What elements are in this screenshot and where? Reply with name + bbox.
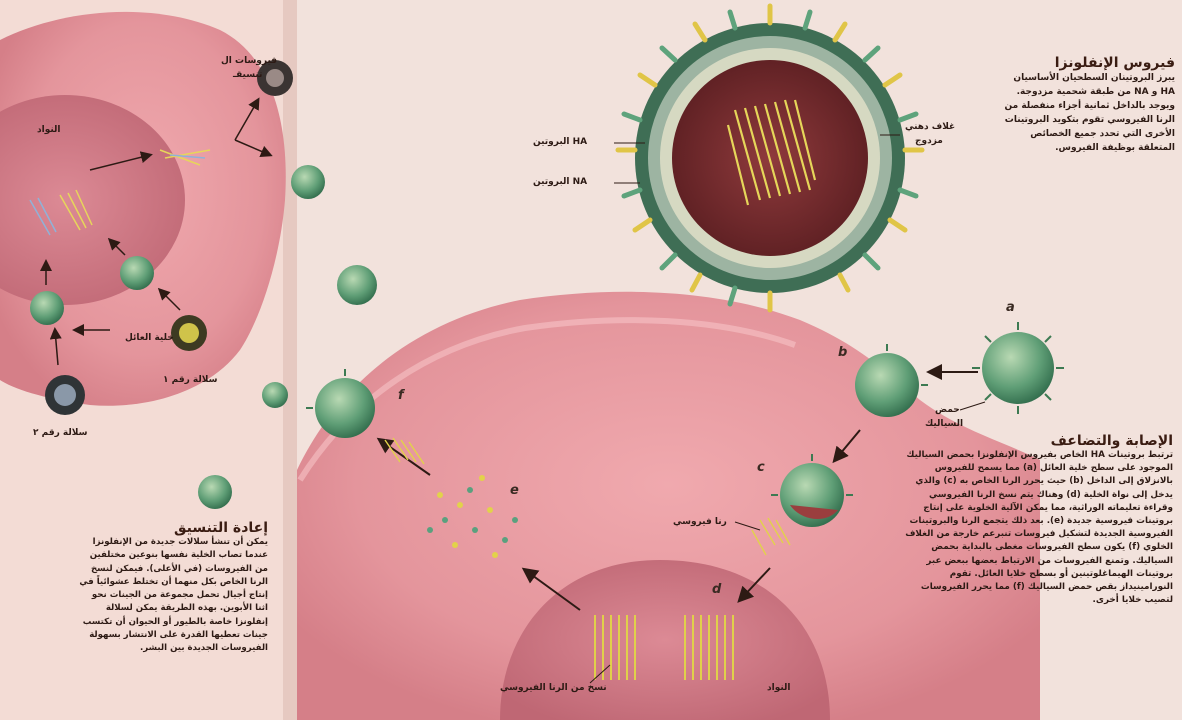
new-virus-label-1: فيروسات ال — [221, 56, 277, 66]
reassortment-title: إعادة التنسيق — [78, 520, 268, 536]
big-virus — [618, 6, 922, 310]
virus-title: فيروس الإنفلونزا — [1000, 55, 1175, 71]
virus-body: يبرز البروتينان السطحيان الأساسيان HA و … — [1000, 71, 1175, 155]
book-gutter — [283, 0, 297, 720]
envelope-label-1: غلاف دهني — [905, 122, 955, 132]
new-virus-label-2: تنسيقـ — [233, 70, 262, 80]
step-d-label: d — [712, 582, 721, 597]
reassortment-body: يمكن أن تنشأ سلالات جديدة من الإنفلونزا … — [78, 536, 268, 656]
step-c-label: c — [757, 460, 765, 475]
reassortment-section: إعادة التنسيق يمكن أن تنشأ سلالات جديدة … — [78, 520, 268, 656]
left-nucleus-label: النواد — [37, 125, 60, 135]
step-a-label: a — [1006, 300, 1015, 315]
right-nucleus-label: النواد — [767, 683, 790, 693]
envelope-label-2: مزدوج — [915, 136, 943, 146]
infection-body: ترتبط بروتينات HA الخاص بفيروس الإنفلونز… — [903, 449, 1173, 607]
step-f-label: f — [398, 388, 404, 403]
viral-rna-label: رنا فيروسي — [673, 517, 727, 527]
step-e-label: e — [510, 483, 519, 498]
na-protein-label: البروتين NA — [533, 177, 587, 187]
ha-protein-label: البروتين HA — [533, 137, 587, 147]
sialic-acid-label-2: السياليك — [925, 419, 963, 429]
rna-copies-label: نسخ من الرنا الفيروسي — [500, 683, 607, 693]
step-b-label: b — [838, 345, 847, 360]
host-cell-label: خلية العائل — [125, 333, 174, 343]
strain2-label: سلالة رقم ٢ — [33, 428, 87, 438]
virus-section: فيروس الإنفلونزا يبرز البروتينان السطحيا… — [1000, 55, 1175, 155]
infection-section: الإصابة والتضاعف ترتبط بروتينات HA الخاص… — [903, 433, 1173, 607]
infection-title: الإصابة والتضاعف — [903, 433, 1173, 449]
sialic-acid-label-1: حمض — [935, 405, 960, 415]
strain1-label: سلالة رقم ١ — [163, 375, 217, 385]
